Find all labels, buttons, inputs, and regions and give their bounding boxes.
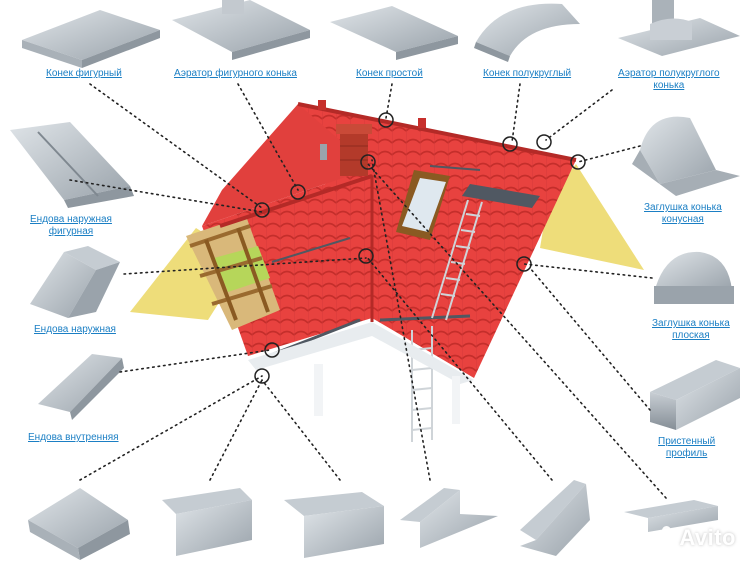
label-valley-outer-figured-line1: Ендова наружная	[30, 214, 112, 225]
gable-right	[540, 164, 644, 270]
label-ridge-figured[interactable]: Конек фигурный	[46, 68, 122, 79]
label-valley-outer-figured-line2: фигурная	[48, 226, 94, 237]
label-cap-conical-line2: конусная	[661, 214, 704, 225]
leader-lines	[69, 83, 667, 499]
chimney	[336, 124, 372, 176]
product-ridge-semicircular	[474, 3, 580, 62]
label-aerator-figured[interactable]: Аэратор фигурного конька	[174, 68, 297, 79]
label-valley-outer-figured[interactable]: Ендова наружная фигурная	[30, 214, 112, 238]
avito-watermark-text: Avito	[679, 525, 736, 550]
label-aerator-semicircular-line1: Аэратор полукруглого	[618, 68, 720, 79]
marker-ridge-junction	[360, 154, 376, 170]
product-aerator-semicircular	[618, 0, 740, 56]
roof-ladder	[431, 199, 483, 321]
label-aerator-semicircular-line2: конька	[653, 80, 685, 91]
house	[130, 100, 644, 442]
product-cap-conical	[632, 116, 740, 196]
label-aerator-semicircular[interactable]: Аэратор полукруглого конька	[618, 68, 720, 92]
label-cap-flat[interactable]: Заглушка конька плоская	[652, 318, 730, 342]
marker-cap-conical	[570, 154, 586, 170]
product-ridge-figured	[22, 10, 160, 68]
product-bottom-1	[28, 488, 130, 560]
markers	[254, 112, 586, 384]
label-ridge-simple[interactable]: Конек простой	[356, 68, 423, 79]
marker-valley-inner	[264, 342, 280, 358]
product-valley-inner	[38, 354, 124, 420]
marker-wall-profile	[516, 256, 532, 272]
label-valley-outer[interactable]: Ендова наружная	[34, 324, 116, 335]
product-cap-flat	[654, 251, 734, 304]
marker-aerator-semicircular	[536, 134, 552, 150]
marker-ridge-semicircular	[502, 136, 518, 152]
label-valley-inner[interactable]: Ендова внутренняя	[28, 432, 119, 443]
product-bottom-2	[162, 488, 252, 556]
marker-aerator-figured	[290, 184, 306, 200]
roof-window	[396, 170, 450, 240]
label-cap-conical[interactable]: Заглушка конька конусная	[644, 202, 722, 226]
product-bottom-6	[624, 500, 718, 532]
label-ridge-semicircular[interactable]: Конек полукруглый	[483, 68, 572, 79]
product-bottom-3	[284, 492, 384, 558]
label-wall-profile-line1: Пристенный	[658, 436, 716, 447]
marker-ridge-figured	[254, 202, 270, 218]
roof-frame-cutaway	[186, 216, 280, 330]
label-cap-flat-line1: Заглушка конька	[652, 318, 730, 329]
label-cap-flat-line2: плоская	[672, 330, 710, 341]
product-aerator-figured	[172, 0, 310, 60]
product-ridge-simple	[330, 6, 458, 60]
label-wall-profile[interactable]: Пристенный профиль	[658, 436, 715, 460]
avito-logo-icon	[650, 526, 676, 548]
marker-valley-outer	[358, 248, 374, 264]
product-wall-profile	[650, 360, 740, 430]
label-cap-conical-line1: Заглушка конька	[644, 202, 722, 213]
marker-ridge-simple	[378, 112, 394, 128]
marker-bottom-eave	[254, 368, 270, 384]
product-bottom-4	[400, 488, 498, 548]
avito-watermark: Avito	[650, 525, 736, 551]
label-wall-profile-line2: профиль	[665, 448, 708, 459]
product-valley-outer	[30, 246, 120, 318]
product-valley-outer-figured	[10, 122, 134, 208]
product-bottom-5	[520, 480, 590, 556]
